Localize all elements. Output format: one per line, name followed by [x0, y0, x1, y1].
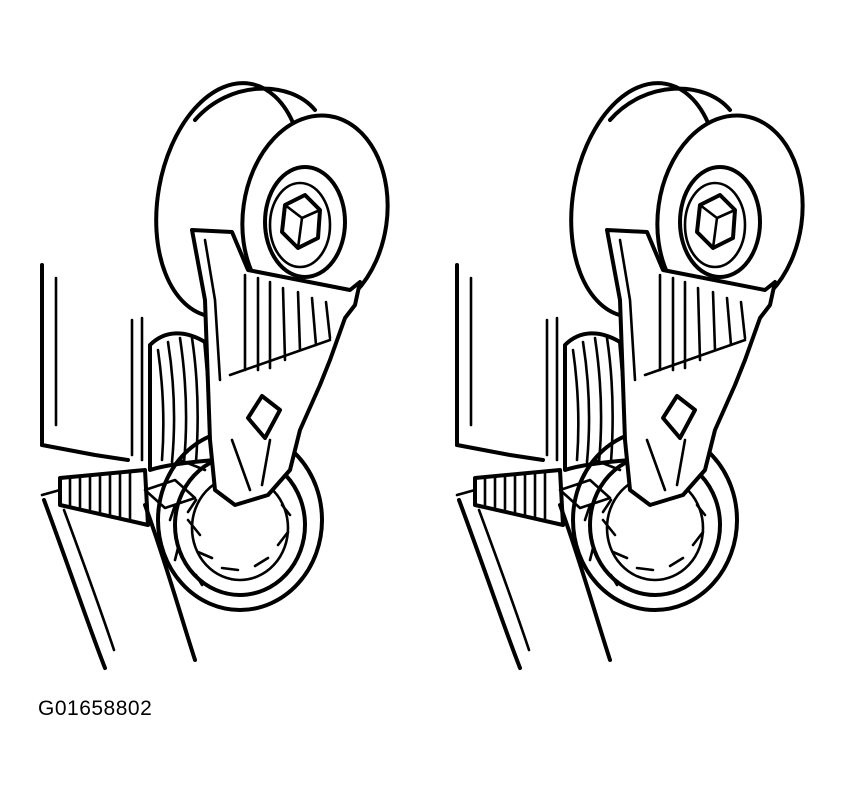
tensioner-view-left: [40, 69, 403, 670]
figure-id-label: G01658802: [38, 697, 153, 720]
tensioner-view-right: [455, 69, 818, 670]
